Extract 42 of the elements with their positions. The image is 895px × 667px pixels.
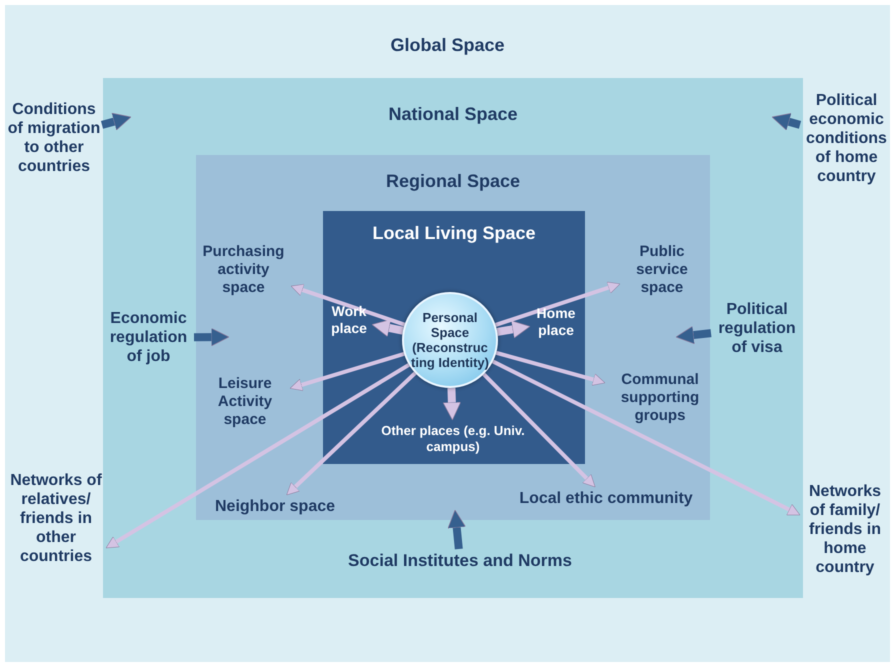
arrow [676,326,712,344]
arrow [100,112,132,130]
space-label: Other places (e.g. Univ. campus) [380,423,526,455]
space-label: Political regulation of visa [717,300,797,356]
arrow [290,352,405,391]
space-label: Social Institutes and Norms [348,551,572,571]
space-label: Work place [330,303,368,337]
arrow [482,372,596,488]
space-label: Conditions of migration to other countries [6,100,102,176]
arrow [496,320,530,338]
space-label: Local ethic community [519,488,693,508]
local-living-space-box [323,211,585,464]
space-label: Political economic conditions of home country [805,90,888,186]
space-label: Home place [536,305,576,339]
arrow [492,360,800,516]
personal-space-circle [402,292,498,388]
space-title: Global Space [390,35,505,56]
national-space-band [103,78,803,598]
arrow [286,372,417,496]
space-label: Networks of family/ friends in home country [808,482,882,576]
arrow [194,328,230,346]
arrow [772,112,802,131]
global-space-band [5,5,890,662]
space-label: Purchasing activity space [202,243,286,297]
space-label: Communal supporting groups [620,371,700,425]
arrow [442,388,462,420]
circle-label: Personal Space (Reconstruc ting Identity) [410,310,490,370]
space-title: Local Living Space [372,223,536,244]
arrow [290,284,406,326]
arrow [448,510,466,550]
space-label: Public service space [635,243,689,297]
arrow [106,363,410,548]
arrow [496,350,606,386]
space-title: National Space [388,104,518,125]
space-label: Economic regulation of job [108,309,188,366]
space-label: Neighbor space [214,496,336,516]
space-label: Leisure Activity space [216,375,274,429]
space-title: Regional Space [386,171,520,192]
regional-space-band [196,155,710,520]
arrow [494,282,620,327]
space-label: Networks of relatives/ friends in other countries [9,470,103,566]
arrow [372,319,404,337]
